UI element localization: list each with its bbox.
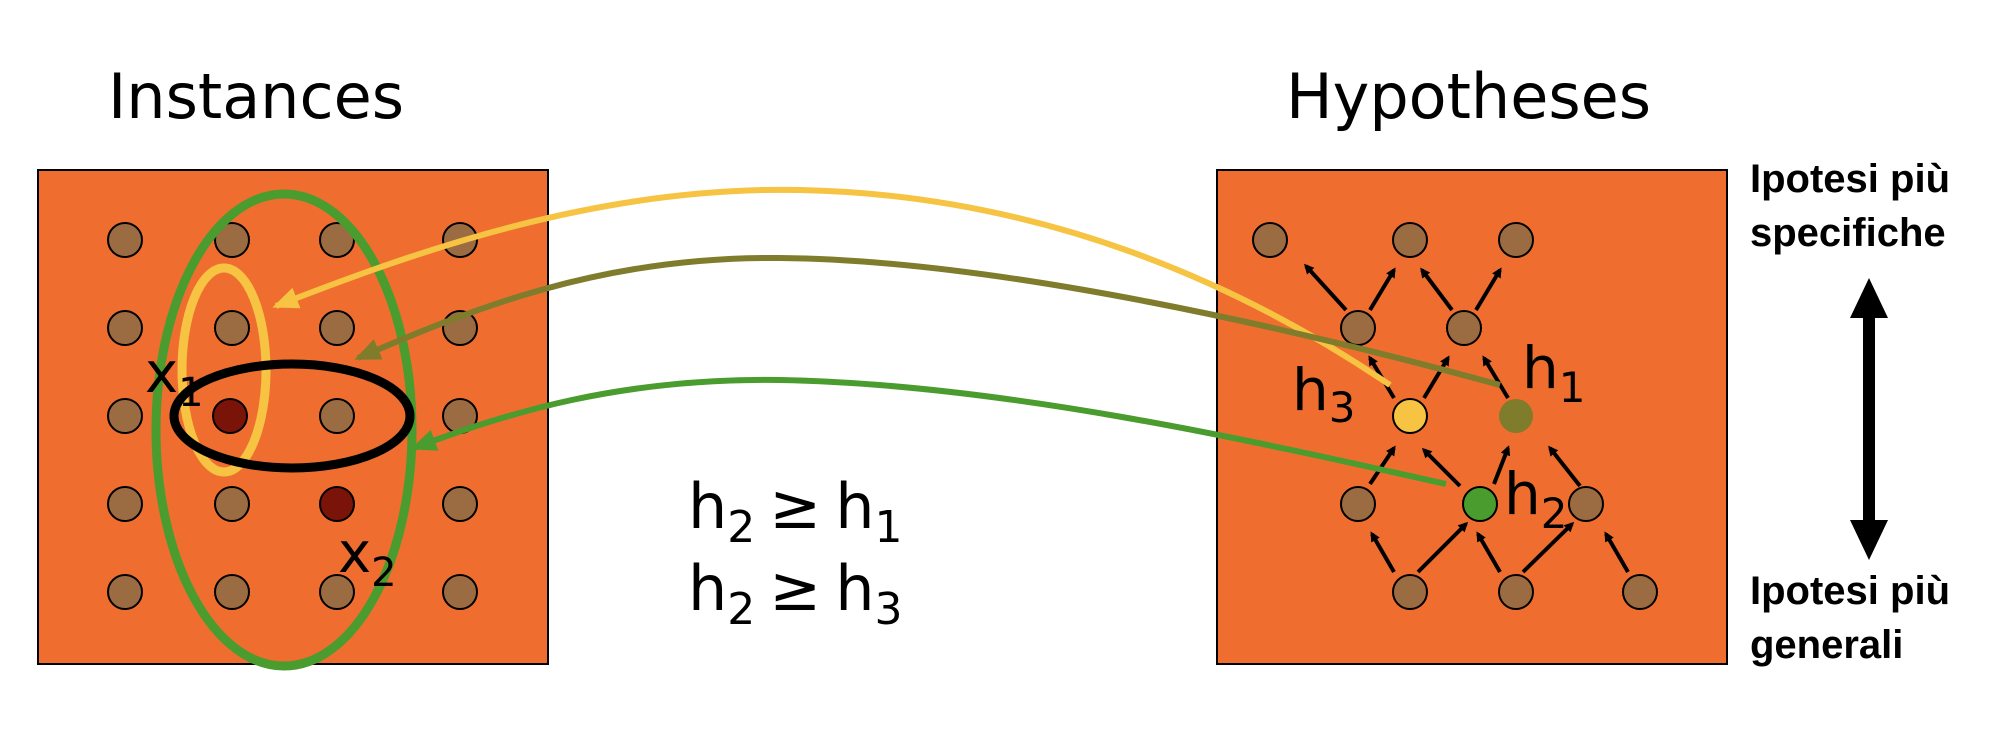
lattice-edge (1492, 445, 1511, 485)
hypothesis-dot (1622, 574, 1658, 610)
instance-dot (214, 310, 250, 346)
hypothesis-dot (1498, 222, 1534, 258)
lattice-edge (1421, 447, 1462, 488)
lattice-edge (1420, 267, 1454, 312)
lattice-edge (1474, 267, 1502, 312)
axis-top-line2: specifiche (1750, 211, 1946, 255)
relation-h2-h1: h2≥h1 (688, 470, 903, 553)
lattice-edge (1422, 355, 1450, 400)
lattice-edge (1370, 531, 1396, 574)
hypothesis-dot (1340, 310, 1376, 346)
hypothesis-dot-h2 (1462, 486, 1498, 522)
h2-mapping-arrow (410, 376, 1447, 487)
instance-dot (107, 486, 143, 522)
instance-dot (319, 222, 355, 258)
lattice-edge (1482, 355, 1510, 400)
instance-dot (319, 574, 355, 610)
double-arrow-icon (1850, 278, 1888, 560)
x1-label: x1 (145, 341, 204, 416)
h3-mapping-arrow (272, 186, 1392, 388)
instance-dot (319, 398, 355, 434)
instance-dot (107, 222, 143, 258)
lattice-edge (1476, 531, 1502, 574)
hypothesis-dot (1568, 486, 1604, 522)
instances-title: Instances (108, 60, 404, 133)
lattice-edge (1368, 445, 1396, 486)
instance-dot (442, 574, 478, 610)
lattice-edge (1548, 445, 1582, 488)
hypothesis-dot-h3 (1392, 398, 1428, 434)
x2-label: x2 (338, 521, 397, 596)
instance-dot (107, 310, 143, 346)
hypothesis-dot (1340, 486, 1376, 522)
hypothesis-dot-h1 (1499, 399, 1533, 433)
lattice-arrows (1303, 263, 1630, 574)
hypotheses-title: Hypotheses (1286, 60, 1651, 133)
instance-dot (442, 486, 478, 522)
h1-mapping-arrow (354, 254, 1501, 388)
hypothesis-dot (1392, 574, 1428, 610)
lattice-edge (1416, 521, 1469, 574)
relation-h2-h3: h2≥h3 (688, 552, 903, 635)
h3-label: h3 (1292, 356, 1356, 432)
instance-dot (319, 310, 355, 346)
hypothesis-dots (1252, 222, 1658, 610)
instance-dot-x1 (212, 398, 248, 434)
hypothesis-dot (1498, 574, 1534, 610)
instance-dot (214, 222, 250, 258)
h3-yellow-ellipse (177, 263, 271, 477)
instance-dot-x2 (319, 486, 355, 522)
lattice-edge (1368, 267, 1396, 312)
instance-dot (107, 574, 143, 610)
axis-bottom-line1: Ipotesi più (1750, 569, 1950, 613)
hypothesis-dot (1252, 222, 1288, 258)
instance-dot (214, 486, 250, 522)
h2-label: h2 (1504, 460, 1568, 538)
h1-black-ellipse (169, 359, 415, 473)
hypothesis-dot (1392, 222, 1428, 258)
axis-top-line1: Ipotesi più (1750, 157, 1950, 201)
instance-dots (107, 222, 478, 610)
instance-dot (214, 574, 250, 610)
hypothesis-dot (1446, 310, 1482, 346)
lattice-edge (1303, 263, 1348, 312)
lattice-edge (1521, 521, 1575, 574)
lattice-edge (1604, 531, 1630, 574)
h1-label: h1 (1522, 334, 1586, 412)
instance-dot (107, 398, 143, 434)
axis-bottom-line2: generali (1750, 623, 1903, 667)
